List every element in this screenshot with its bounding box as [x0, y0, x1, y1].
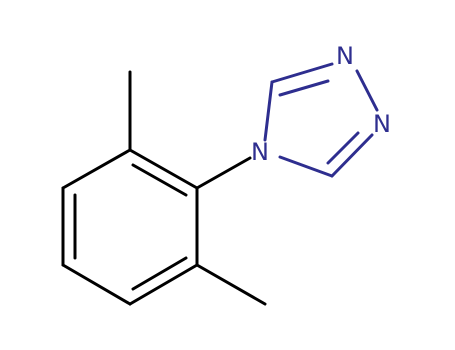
ring-bond	[263, 80, 274, 142]
ring-bond	[270, 62, 334, 84]
ring-bond	[128, 263, 199, 306]
aryl-nitrogen-bond	[195, 156, 252, 190]
atom-label-n1: N	[336, 42, 354, 70]
ring-double-bond	[131, 163, 188, 197]
ring-bond	[278, 155, 334, 178]
triazole-ring	[263, 62, 379, 178]
ring-double-bond	[326, 131, 360, 165]
ring-double-bond	[131, 256, 188, 291]
ring-bond	[61, 263, 132, 306]
atom-label-n4: N	[251, 138, 269, 166]
methyl-bond-bottom	[195, 263, 267, 306]
ring-bond	[330, 133, 374, 178]
ring-bond	[355, 69, 379, 112]
ring-bond	[61, 148, 132, 190]
ring-bond	[128, 148, 199, 190]
benzene-ring	[61, 148, 199, 306]
atom-label-n2: N	[373, 110, 391, 138]
ring-double-bond	[278, 79, 330, 97]
